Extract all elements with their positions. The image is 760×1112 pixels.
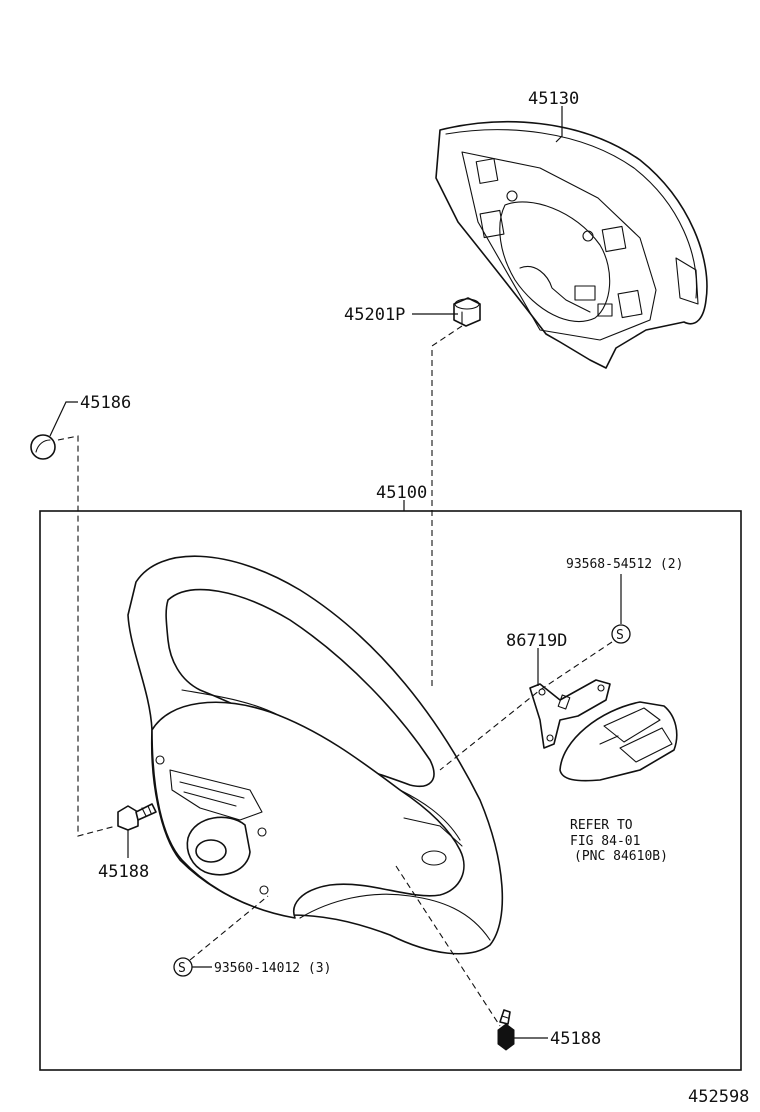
svg-text:S: S bbox=[616, 628, 624, 643]
assembly-frame bbox=[39, 510, 742, 1071]
label-cap: 45186 bbox=[80, 393, 131, 413]
label-refer-2: FIG 84-01 bbox=[570, 834, 640, 849]
label-screw-right: 93568-54512 (2) bbox=[566, 557, 683, 572]
cap bbox=[30, 434, 56, 460]
label-nut: 45201P bbox=[344, 305, 405, 325]
svg-text:S: S bbox=[178, 961, 186, 976]
leader-cap bbox=[49, 401, 78, 437]
label-bolt-left: 45188 bbox=[98, 862, 149, 882]
dashed-path-screw-right bbox=[439, 641, 613, 771]
dashed-path-cap bbox=[57, 435, 117, 837]
s-mark-right: S bbox=[611, 624, 631, 644]
diagram-id: 452598 bbox=[688, 1087, 749, 1107]
label-refer-1: REFER TO bbox=[570, 818, 633, 833]
label-bolt-bottom: 45188 bbox=[550, 1029, 601, 1049]
label-screw-bottom: 93560-14012 (3) bbox=[214, 961, 331, 976]
dashed-path-nut bbox=[431, 325, 463, 690]
steering-switch bbox=[559, 701, 678, 782]
label-bracket: 86719D bbox=[506, 631, 567, 651]
label-refer-3: (PNC 84610B) bbox=[574, 849, 668, 864]
s-mark-bottom: S bbox=[173, 957, 193, 977]
dashed-path-bolt-bottom bbox=[395, 865, 501, 1027]
airbag-pad bbox=[435, 120, 708, 369]
label-pad: 45130 bbox=[528, 89, 579, 109]
bolt-left bbox=[117, 803, 157, 831]
label-wheel-assy: 45100 bbox=[376, 483, 427, 503]
bolt-bottom bbox=[497, 1009, 515, 1051]
nut bbox=[453, 297, 481, 327]
steering-wheel bbox=[127, 555, 504, 955]
bracket bbox=[529, 679, 611, 749]
dashed-path-screw-bottom bbox=[189, 895, 269, 961]
leader-pad bbox=[555, 106, 563, 143]
